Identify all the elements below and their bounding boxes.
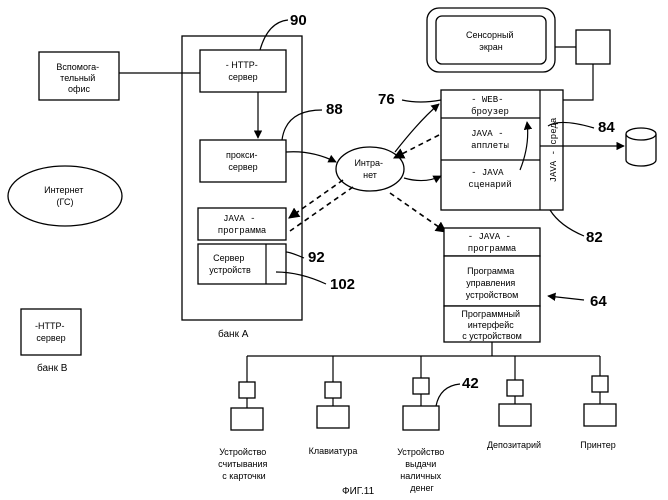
intranet-ellipse	[336, 147, 404, 191]
leader-64	[548, 296, 584, 300]
ref-76: 76	[378, 91, 395, 108]
device-control-program-label: Программа управления устройством	[466, 266, 519, 300]
proxy-server-box	[200, 140, 286, 182]
keyboard-label: Клавиатура	[309, 446, 358, 456]
printer-port	[592, 376, 608, 392]
keyboard-box	[317, 406, 349, 428]
ref-88: 88	[326, 101, 343, 118]
leader-42	[436, 384, 460, 406]
http-server-a-box	[200, 50, 286, 92]
ref-64: 64	[590, 293, 607, 310]
depository-label: Депозитарий	[487, 440, 541, 450]
intranet-to-java-program-client-dashed	[390, 193, 446, 232]
touch-controller-box	[576, 30, 610, 64]
depository-box	[499, 404, 531, 426]
card-reader-port	[239, 382, 255, 398]
ref-84: 84	[598, 119, 615, 136]
ref-92: 92	[308, 249, 325, 266]
ref-82: 82	[586, 229, 603, 246]
dispenser-label: Устройство выдачи наличных денег	[397, 447, 447, 493]
bank-b-label: банк В	[37, 362, 68, 374]
device-api-label: Программный интерфейс с устройством	[461, 309, 522, 341]
leader-76	[402, 100, 441, 102]
ref-90: 90	[290, 12, 307, 29]
card-reader-label: Устройство считывания с карточки	[218, 447, 270, 481]
http-server-b-box	[21, 309, 81, 355]
dispenser-port	[413, 378, 429, 394]
leader-82	[550, 210, 584, 236]
dispenser-box	[403, 406, 439, 430]
ref-102: 102	[330, 276, 355, 293]
keyboard-port	[325, 382, 341, 398]
printer-box	[584, 404, 616, 426]
figure-caption: ФИГ.11	[342, 486, 375, 497]
printer-label: Принтер	[580, 440, 616, 450]
device-server-a-box	[198, 244, 286, 284]
touch-screen-display	[436, 16, 546, 64]
java-env-label: JAVA - среда	[549, 117, 559, 182]
bank-a-label: банк А	[218, 328, 249, 340]
database-top	[626, 128, 656, 140]
internet-gs-ellipse	[8, 166, 122, 226]
intranet-to-script-arrow	[404, 176, 441, 181]
intranet-to-browser-arrow	[395, 104, 439, 152]
depository-port	[507, 380, 523, 396]
applet-to-intranet-dashed	[394, 135, 439, 158]
card-reader-box	[231, 408, 263, 430]
ref-42: 42	[462, 375, 479, 392]
